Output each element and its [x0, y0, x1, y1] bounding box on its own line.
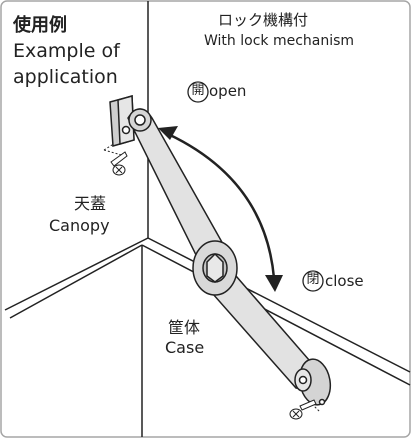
- case-label-japanese: 筐体: [168, 318, 201, 337]
- canopy-label-japanese: 天蓋: [74, 194, 107, 213]
- lock-joint: [192, 240, 238, 296]
- open-close-arrow: [158, 126, 283, 292]
- lock-mechanism-japanese: ロック機構付: [218, 11, 309, 29]
- wall-corner-lines: [4, 1, 411, 437]
- title-english-line2: application: [13, 66, 118, 88]
- title-english-line1: Example of: [13, 40, 120, 62]
- close-kanji: 閉: [306, 272, 320, 287]
- close-kanji-circle-icon: [302, 270, 324, 292]
- open-label: open: [209, 82, 247, 100]
- upper-screw-icon: [103, 139, 128, 176]
- open-kanji: 開: [191, 83, 205, 98]
- close-label: close: [325, 272, 364, 290]
- case-label-english: Case: [165, 338, 205, 357]
- lock-mechanism-english: With lock mechanism: [204, 33, 355, 49]
- lower-screw-icon: [289, 399, 321, 420]
- open-kanji-circle-icon: [187, 81, 209, 103]
- bottom-bracket: [294, 358, 332, 406]
- canopy-label-english: Canopy: [49, 216, 110, 235]
- title-japanese: 使用例: [13, 15, 67, 36]
- top-bracket: [109, 95, 135, 147]
